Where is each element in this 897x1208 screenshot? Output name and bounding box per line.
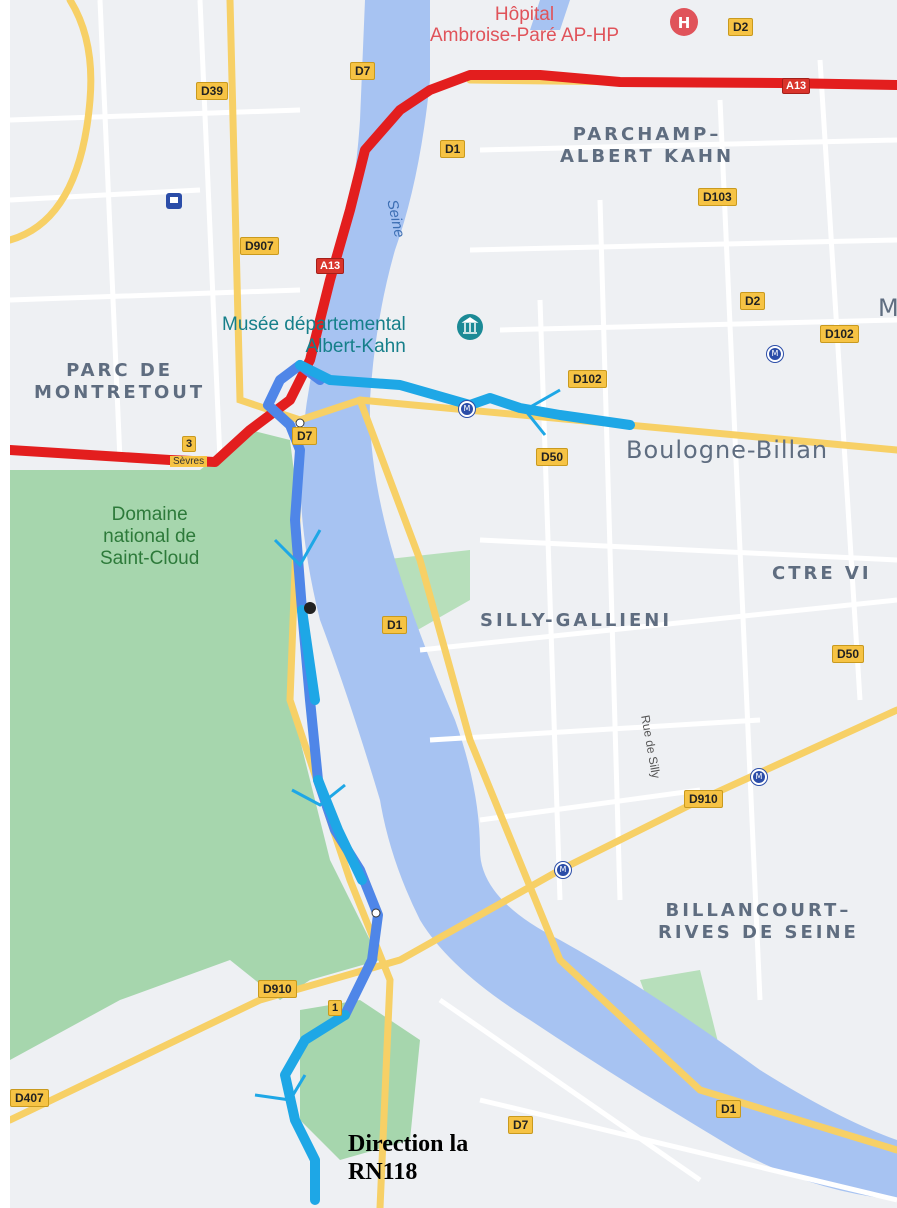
- route-red: [5, 70, 897, 467]
- road-shield-d50-mid: D50: [536, 448, 569, 466]
- waypoint-white-2: [371, 908, 381, 918]
- metro-icon: M: [767, 346, 783, 362]
- hospital-icon: H: [670, 8, 698, 36]
- river-seine: [300, 0, 897, 1200]
- road-left-curve: [6, 0, 95, 244]
- road-shield-exit-1: 1: [328, 1000, 343, 1016]
- road-shield-d907: D907: [240, 237, 279, 255]
- waypoint-marker: [304, 602, 316, 614]
- road-shield-exit-3: 3: [182, 436, 197, 452]
- direction-arrows: [254, 388, 561, 1102]
- route-cyan-east: [295, 360, 635, 430]
- road-shield-d50-right: D50: [832, 645, 865, 663]
- hospital-label[interactable]: Hôpital Ambroise-Paré AP-HP: [430, 4, 620, 46]
- sevres-exit-label: Sèvres: [170, 456, 208, 467]
- road-shield-d103: D103: [698, 188, 737, 206]
- road-shield-d910-left: D910: [258, 980, 297, 998]
- road-shield-a13-mid: A13: [316, 258, 345, 274]
- river-top-right: [530, 0, 570, 30]
- road-shield-d7-top: D7: [350, 62, 376, 80]
- train-station-icon: [166, 193, 182, 209]
- metro-icon: M: [459, 401, 475, 417]
- road-d910: [6, 706, 897, 1124]
- road-shield-d102-right: D102: [820, 325, 859, 343]
- road-shield-d1-bottom: D1: [716, 1100, 742, 1118]
- metro-icon: M: [751, 769, 767, 785]
- road-shield-d910-right: D910: [684, 790, 723, 808]
- road-shield-a13-top: A13: [782, 78, 811, 94]
- museum-icon: [457, 314, 483, 340]
- silly-gallieni-label: SILLY-GALLIENI: [480, 610, 673, 631]
- park-saint-cloud: [10, 430, 380, 1060]
- road-shield-d1-top: D1: [440, 140, 466, 158]
- domaine-saint-cloud-label[interactable]: Domaine national de Saint-Cloud: [100, 504, 200, 569]
- road-shield-d2-mid: D2: [740, 292, 766, 310]
- road-d7: [286, 436, 394, 1208]
- ctre-vil-label: CTRE VI: [772, 563, 872, 584]
- svg-text:H: H: [678, 14, 691, 32]
- museum-label[interactable]: Musée départemental Albert-Kahn: [222, 314, 406, 357]
- parchamp-label: PARCHAMP– ALBERT KAHN: [560, 124, 735, 167]
- waypoint-white-1: [295, 418, 305, 428]
- road-shield-d102-mid: D102: [568, 370, 607, 388]
- m-partial-label: M: [878, 294, 897, 322]
- billancourt-label: BILLANCOURT– RIVES DE SEINE: [658, 900, 859, 943]
- road-shield-d2-top: D2: [728, 18, 754, 36]
- road-shield-d39: D39: [196, 82, 229, 100]
- boulogne-label: Boulogne-Billan: [626, 436, 829, 464]
- metro-icon: M: [555, 862, 571, 878]
- left-frame: [0, 0, 10, 1208]
- road-shield-d407: D407: [10, 1089, 49, 1107]
- direction-annotation: Direction la RN118: [348, 1131, 469, 1185]
- road-shield-d1-mid: D1: [382, 616, 408, 634]
- parc-montretout-label: PARC DE MONTRETOUT: [34, 360, 206, 403]
- road-shield-d7-bottom: D7: [508, 1116, 534, 1134]
- road-shield-d7-mid: D7: [292, 427, 318, 445]
